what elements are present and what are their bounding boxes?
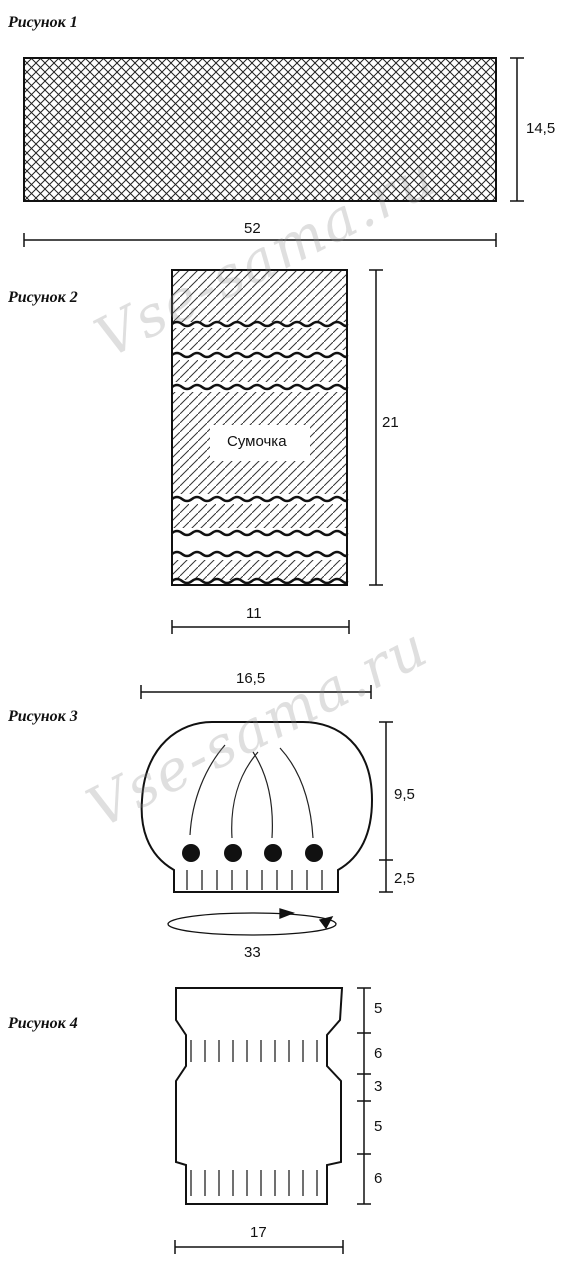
fig4-title: Рисунок 4 [8, 1015, 78, 1032]
fig4-seg3-label: 3 [374, 1078, 383, 1095]
fig2-band-6 [172, 538, 347, 548]
figure-1 [23, 57, 524, 247]
fig3-dots [182, 844, 323, 862]
fig2-band-3 [172, 360, 347, 382]
fig4-ribbing-upper [190, 1040, 318, 1062]
fig3-dot-4 [305, 844, 323, 862]
fig3-outline [140, 721, 374, 893]
fig2-title: Рисунок 2 [8, 289, 78, 306]
figure-4 [174, 987, 371, 1254]
fig4-seg4-label: 5 [374, 1118, 383, 1135]
fig3-ribbing [186, 870, 323, 890]
fig1-width-label: 52 [244, 220, 261, 237]
fig4-outline [175, 987, 344, 1205]
fig2-width-dim [171, 620, 350, 634]
fig3-dot-3 [264, 844, 282, 862]
figure-3 [140, 685, 393, 936]
fig4-seg5-label: 6 [374, 1170, 383, 1187]
fig2-height-label: 21 [382, 414, 399, 431]
fig3-gathering-lines [189, 744, 314, 839]
fig3-top-width-label: 16,5 [236, 670, 266, 687]
fig3-circumference-label: 33 [244, 944, 261, 961]
fig4-width-label: 17 [250, 1224, 267, 1241]
fig2-wavy-lines [171, 320, 349, 585]
fig4-width-dim [174, 1240, 344, 1254]
fig4-seg2-label: 6 [374, 1045, 383, 1062]
fig3-top-dim [140, 685, 372, 699]
fig3-cuff-height-label: 2,5 [394, 870, 415, 887]
fig3-circumference-arrow [167, 908, 337, 936]
fig1-height-label: 14,5 [526, 120, 556, 137]
fig1-height-dim [510, 57, 524, 202]
fig3-body-height-label: 9,5 [394, 786, 415, 803]
fig2-width-label: 11 [246, 605, 262, 622]
fig2-rect [171, 269, 348, 586]
fig2-height-dim [369, 269, 383, 586]
fig4-seg1-label: 5 [374, 1000, 383, 1017]
fig2-bag-label: Сумочка [227, 433, 287, 450]
fig2-band-5 [172, 504, 347, 528]
fig3-dot-2 [224, 844, 242, 862]
fig2-band-7 [172, 560, 347, 580]
fig2-band-1 [172, 270, 347, 322]
figure-2 [171, 269, 383, 634]
fig4-side-dim [357, 987, 371, 1205]
fig2-label-bg [210, 425, 310, 461]
fig2-band-2 [172, 328, 347, 350]
fig1-rect [23, 57, 497, 202]
fig3-side-dim [379, 721, 393, 893]
fig1-title: Рисунок 1 [8, 14, 78, 31]
fig4-ribbing-lower [190, 1170, 318, 1196]
fig3-dot-1 [182, 844, 200, 862]
fig3-title: Рисунок 3 [8, 708, 78, 725]
fig1-width-dim [23, 233, 497, 247]
